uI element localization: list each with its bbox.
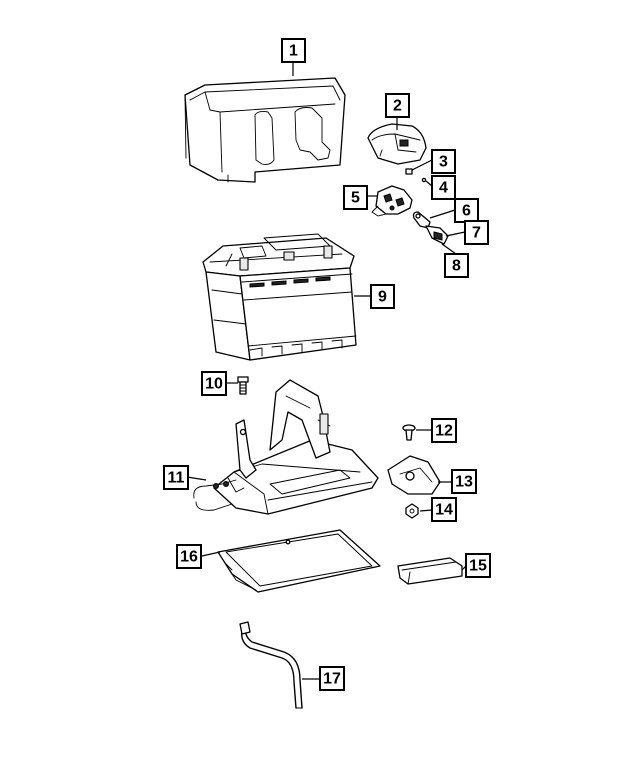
- callout-15-label: 15: [469, 558, 487, 575]
- callout-8-label: 8: [452, 258, 461, 275]
- callout-15: 15: [465, 553, 491, 578]
- callout-7-label: 7: [472, 225, 481, 242]
- callout-8: 8: [444, 253, 469, 278]
- vent-tube-part: [239, 621, 303, 709]
- callout-9: 9: [370, 284, 395, 309]
- callout-14: 14: [431, 497, 457, 522]
- callout-4-label: 4: [439, 180, 448, 197]
- callout-13-label: 13: [455, 474, 473, 491]
- callout-2-label: 2: [393, 98, 402, 115]
- cover-clip-part: [397, 557, 463, 585]
- callout-2: 2: [385, 93, 410, 118]
- callout-4: 4: [431, 175, 456, 200]
- screw-part-12: [402, 424, 416, 441]
- hold-down-bracket-part: [387, 455, 441, 495]
- battery-part: [202, 233, 357, 361]
- callout-14-label: 14: [435, 502, 453, 519]
- callout-3: 3: [431, 149, 456, 174]
- callout-5-label: 5: [351, 190, 360, 207]
- callout-11: 11: [163, 465, 189, 490]
- callout-3-label: 3: [439, 154, 448, 171]
- tray-pad-part: [217, 529, 381, 593]
- callout-12-label: 12: [435, 423, 453, 440]
- callout-5: 5: [343, 185, 368, 210]
- bolt-part-10: [237, 376, 249, 395]
- callout-16-label: 16: [180, 549, 198, 566]
- battery-insulator-part: [184, 77, 346, 183]
- callout-17: 17: [319, 666, 345, 691]
- callout-17-label: 17: [323, 671, 341, 688]
- nut-part-3: [405, 168, 413, 175]
- fastener-part-4: [421, 177, 427, 183]
- nut-part-14: [405, 503, 419, 519]
- leader-lines: [186, 62, 467, 680]
- callout-6: 6: [454, 198, 479, 223]
- terminal-cover-part: [367, 123, 427, 165]
- callout-1-label: 1: [289, 43, 298, 60]
- callout-9-label: 9: [378, 289, 387, 306]
- callout-12: 12: [431, 418, 457, 443]
- callout-11-label: 11: [168, 470, 185, 487]
- terminal-clamp-part: [371, 185, 413, 217]
- callout-10-label: 10: [205, 376, 223, 393]
- callout-7: 7: [464, 220, 489, 245]
- callout-1: 1: [281, 38, 306, 63]
- callout-10: 10: [201, 371, 227, 396]
- fuse-link-part: [425, 225, 449, 245]
- callout-6-label: 6: [462, 203, 471, 220]
- battery-tray-part: [193, 379, 379, 515]
- callout-16: 16: [176, 544, 202, 569]
- callout-13: 13: [451, 469, 477, 494]
